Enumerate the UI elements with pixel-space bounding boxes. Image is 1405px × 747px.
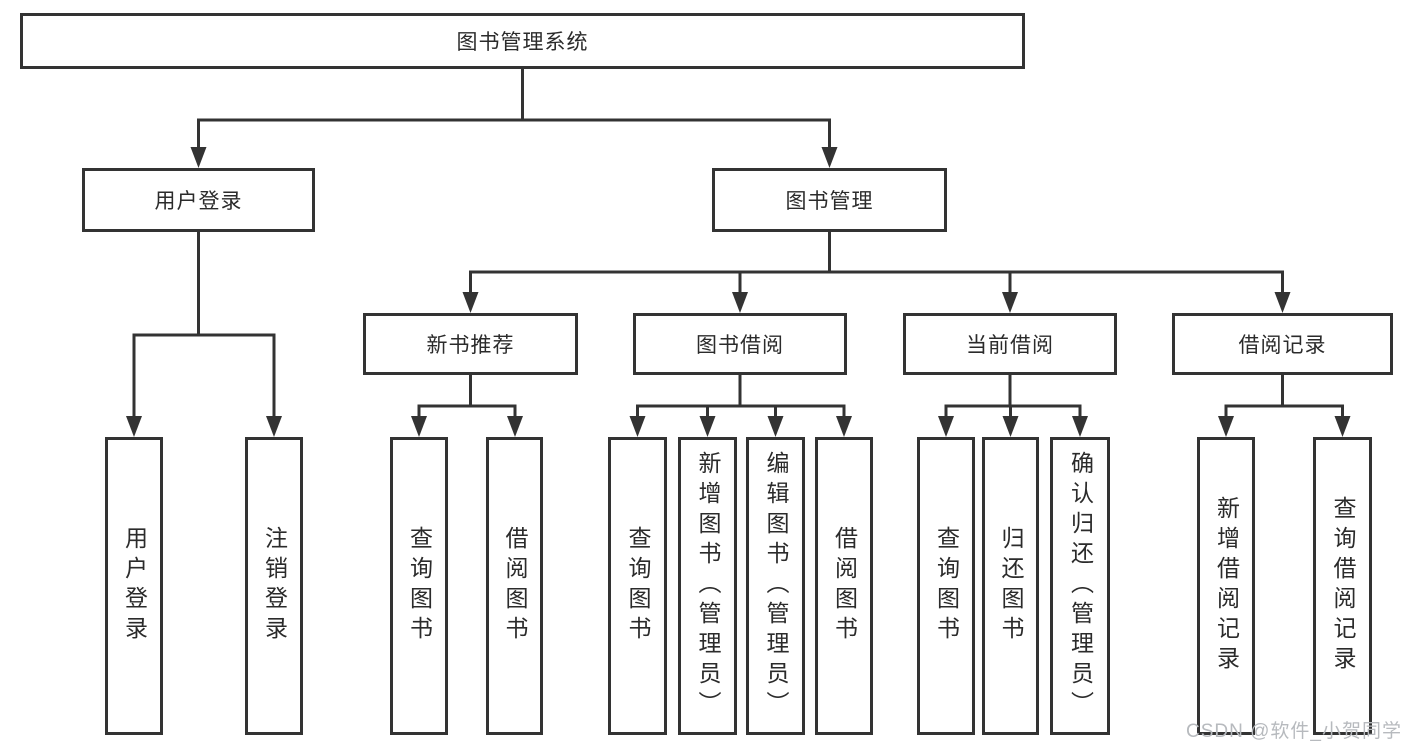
- leaf-user-login: 用户登录: [105, 437, 163, 735]
- node-label: 借阅图书: [502, 526, 528, 646]
- node-label: 新书推荐: [426, 334, 515, 357]
- leaf-cb-query-books: 查询图书: [917, 437, 975, 735]
- leaf-cb-confirm-return-admin: 确认归还（管理员）: [1050, 437, 1110, 735]
- node-current-borrowing: 当前借阅: [903, 313, 1117, 375]
- csdn-watermark: CSDN @软件_小贺同学: [1186, 721, 1402, 742]
- leaf-br-add-record: 新增借阅记录: [1197, 437, 1255, 735]
- node-book-borrowing: 图书借阅: [633, 313, 847, 375]
- leaf-cb-return-books: 归还图书: [982, 437, 1039, 735]
- node-label: 查询借阅记录: [1330, 496, 1356, 676]
- leaf-bb-query-books: 查询图书: [608, 437, 667, 735]
- leaf-nbr-borrow-books: 借阅图书: [486, 437, 543, 735]
- node-book-management: 图书管理: [712, 168, 947, 232]
- node-label: 当前借阅: [966, 334, 1054, 357]
- node-label: 新增图书（管理员）: [695, 451, 721, 721]
- node-label: 用户登录: [121, 526, 148, 646]
- leaf-bb-edit-books-admin: 编辑图书（管理员）: [746, 437, 805, 735]
- node-label: 新增借阅记录: [1213, 496, 1240, 676]
- node-borrowing-records: 借阅记录: [1172, 313, 1393, 375]
- leaf-bb-borrow-books: 借阅图书: [815, 437, 873, 735]
- leaf-nbr-query-books: 查询图书: [390, 437, 448, 735]
- node-label: 图书管理系统: [456, 31, 589, 54]
- node-new-book-recommend: 新书推荐: [363, 313, 578, 375]
- leaf-br-query-record: 查询借阅记录: [1313, 437, 1372, 735]
- node-label: 查询图书: [933, 526, 960, 646]
- node-label: 用户登录: [154, 190, 243, 213]
- node-user-login: 用户登录: [82, 168, 315, 232]
- leaf-logout: 注销登录: [245, 437, 303, 735]
- node-label: 图书管理: [785, 190, 874, 213]
- node-label: 查询图书: [406, 526, 433, 646]
- node-label: 归还图书: [998, 526, 1024, 646]
- node-label: 借阅图书: [831, 526, 858, 646]
- node-label: 图书借阅: [696, 334, 784, 357]
- leaf-bb-add-books-admin: 新增图书（管理员）: [678, 437, 737, 735]
- node-label: 编辑图书（管理员）: [763, 451, 789, 721]
- node-book-management-system: 图书管理系统: [20, 13, 1025, 69]
- node-label: 借阅记录: [1238, 334, 1327, 357]
- node-label: 注销登录: [261, 526, 288, 646]
- node-label: 查询图书: [625, 526, 651, 646]
- node-label: 确认归还（管理员）: [1067, 451, 1094, 721]
